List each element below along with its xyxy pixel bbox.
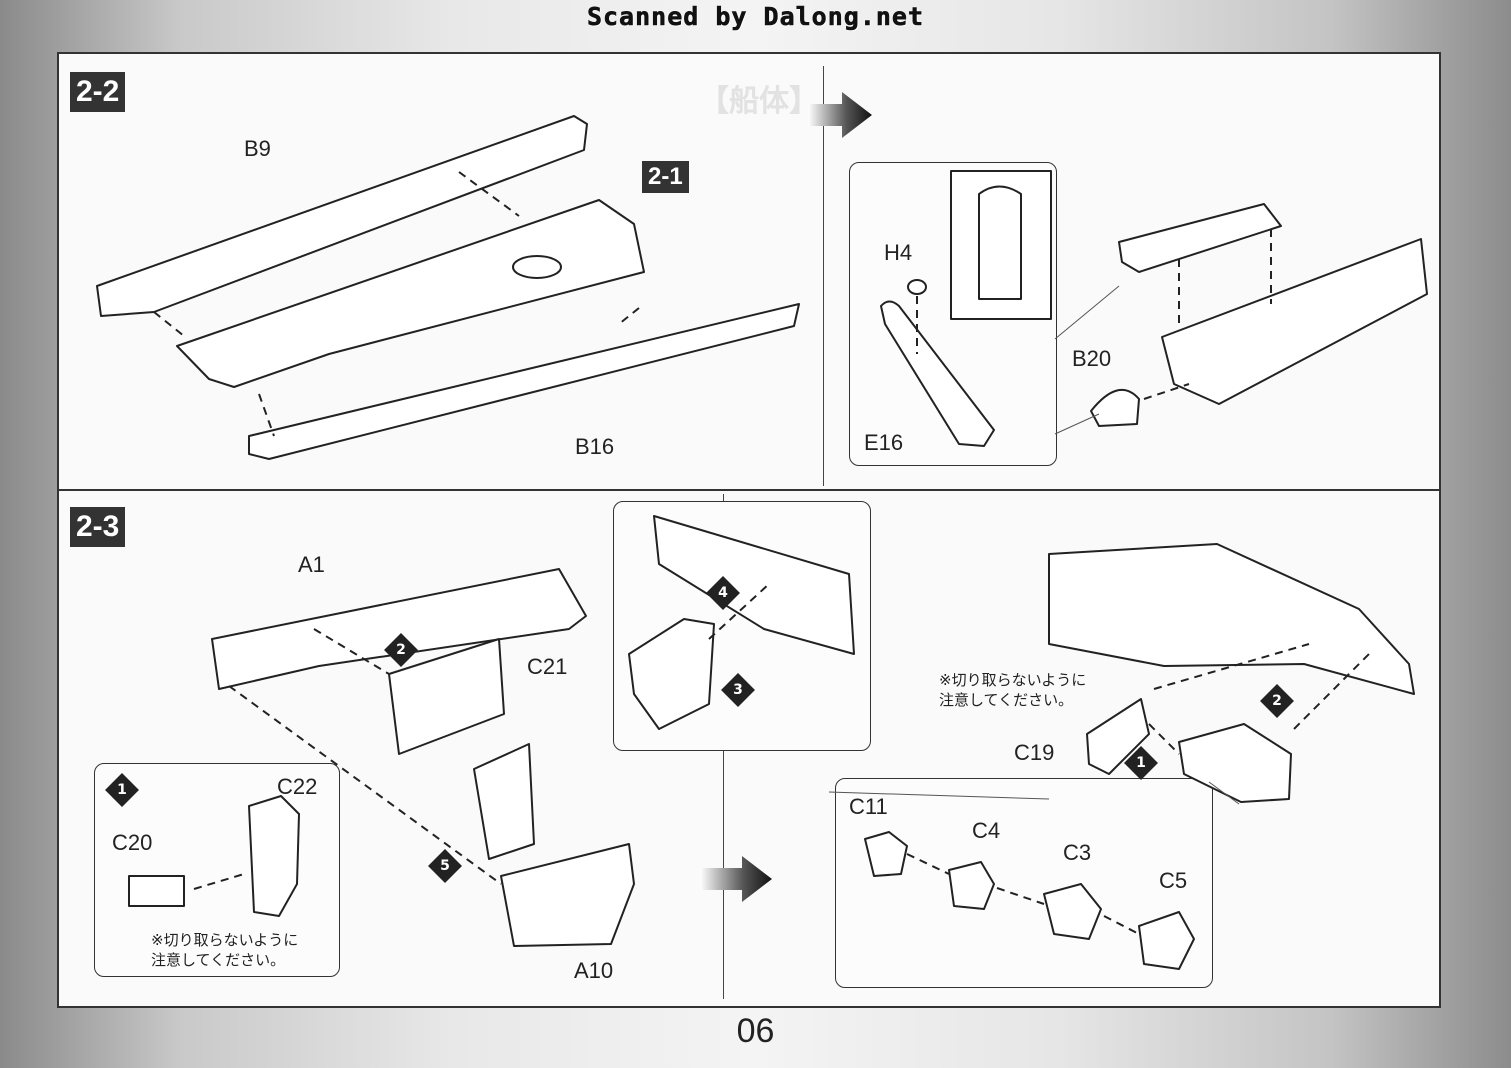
- ghost-title: 【船体】: [699, 84, 819, 119]
- label-b9: B9: [244, 136, 271, 161]
- substep-1-right: 1: [1124, 746, 1158, 780]
- column-divider-top: [823, 66, 824, 486]
- label-c5: C5: [1159, 868, 1188, 893]
- label-h4: H4: [884, 240, 913, 265]
- substep-2-left: 2: [384, 633, 418, 667]
- part-c3-shape: [1043, 883, 1102, 940]
- step-badge-2-1: 2-1: [642, 161, 689, 193]
- label-c4: C4: [972, 818, 1001, 843]
- part-b9-shape: [96, 115, 588, 317]
- hull-shape: [176, 199, 645, 388]
- step-badge-2-2: 2-2: [70, 72, 126, 112]
- part-c22-shape: [248, 795, 300, 917]
- section-divider: [59, 489, 1439, 491]
- instruction-sheet: 【船体】 2-2 2-1 2-3: [57, 52, 1441, 1008]
- part-c11-shape: [864, 831, 908, 877]
- page-number: 06: [736, 1012, 775, 1050]
- part-c19-shape: [1086, 698, 1150, 775]
- label-c11: C11: [849, 794, 888, 819]
- label-c22: C22: [277, 774, 318, 799]
- assembly-drawing: [96, 115, 1428, 970]
- label-b20: B20: [1072, 346, 1112, 371]
- inset-step-1: [94, 763, 340, 977]
- label-e16: E16: [864, 430, 904, 455]
- part-b20-shape: [1090, 389, 1140, 427]
- scan-credit: Scanned by Dalong.net: [586, 2, 925, 32]
- substep-5: 5: [428, 849, 462, 883]
- substep-2-right: 2: [1260, 684, 1294, 718]
- label-c3: C3: [1063, 840, 1092, 865]
- caution-note-right: ※切り取らないように 注意してください。: [939, 671, 1087, 709]
- substep-4: 4: [706, 576, 740, 610]
- label-a10: A10: [574, 958, 614, 983]
- label-a1: A1: [298, 552, 325, 577]
- label-c20: C20: [112, 830, 153, 855]
- stern-assembly-shape: [1048, 543, 1415, 695]
- label-c21: C21: [527, 654, 568, 679]
- part-a10-shape: [500, 843, 635, 947]
- part-c4-shape: [948, 861, 995, 910]
- part-c5-shape: [1138, 911, 1195, 970]
- substep-3: 3: [721, 673, 755, 707]
- label-b16: B16: [575, 434, 615, 459]
- caution-note-left: ※切り取らないように 注意してください。: [151, 931, 299, 969]
- step-badge-2-3: 2-3: [70, 507, 126, 547]
- substep-1-left: 1: [105, 773, 139, 807]
- bow-assembly-shape: [1161, 238, 1428, 405]
- part-c21-shape: [388, 638, 505, 755]
- part-b16-shape: [248, 303, 800, 460]
- part-a1-shape: [211, 568, 587, 690]
- label-c19: C19: [1014, 740, 1055, 765]
- part-e16-shape: [880, 300, 995, 447]
